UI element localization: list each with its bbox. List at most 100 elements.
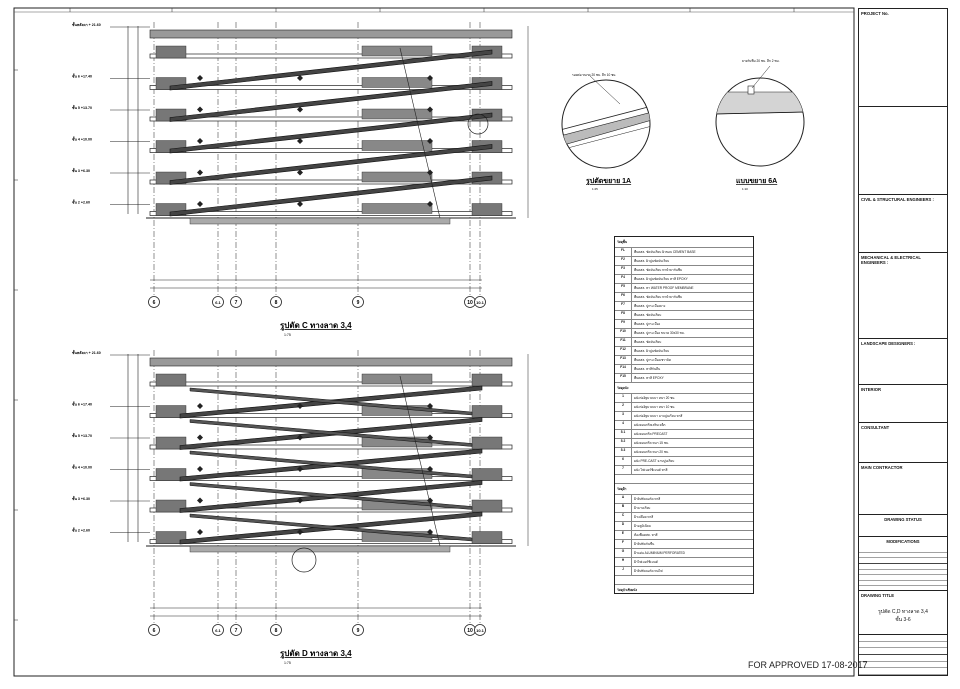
floor-slab bbox=[149, 53, 513, 59]
level-label: ชั้น 3 +6.30 bbox=[72, 495, 90, 501]
ramp-slab bbox=[169, 144, 493, 185]
beam-hatch bbox=[471, 436, 503, 450]
sheet-border bbox=[13, 7, 855, 677]
level-diamond bbox=[427, 75, 433, 81]
floor-slab bbox=[149, 507, 513, 513]
legend-wall-key: 5.2 bbox=[615, 439, 632, 447]
ramp-slab bbox=[189, 513, 473, 542]
grid-bubble bbox=[352, 296, 364, 308]
legend-floor-header: วัสดุพื้น bbox=[615, 237, 753, 248]
level-label: ชั้น 6 +17.40 bbox=[72, 73, 92, 79]
legend-ceiling-text: ท้องพื้นคสล. ทาสี bbox=[634, 532, 658, 537]
grid-label: 9 bbox=[357, 300, 360, 306]
drawing-title-line2: ชั้น 3-6 bbox=[895, 617, 911, 623]
grid-bubble bbox=[270, 624, 282, 636]
legend-ceiling-key: H bbox=[615, 558, 632, 566]
interior-label: INTERIOR bbox=[861, 387, 882, 392]
floor-slab bbox=[149, 476, 513, 481]
landscape-label: LANDSCAPE DESIGNERS : bbox=[861, 341, 916, 346]
beam-hatch bbox=[155, 468, 187, 481]
legend-ceiling-text: ฝ้าเปลือย ทาสี bbox=[634, 514, 654, 519]
civil-label: CIVIL & STRUCTURAL ENGINEERS : bbox=[861, 197, 934, 202]
landscape-cell: LANDSCAPE DESIGNERS : bbox=[859, 339, 947, 385]
grid-label: 6.1 bbox=[215, 628, 221, 633]
sheet-info-cell bbox=[859, 635, 947, 675]
level-diamond bbox=[427, 529, 433, 535]
section-c-scale: 1:75 bbox=[284, 333, 291, 337]
legend-wall-key: 2 bbox=[615, 403, 632, 411]
level-diamond bbox=[297, 169, 303, 176]
level-label: ชั้น 3 +6.30 bbox=[72, 167, 90, 173]
project-no-cell: PROJECT No. bbox=[859, 9, 947, 107]
legend-wall-key: 3 bbox=[615, 412, 632, 420]
beam-hatch bbox=[155, 373, 187, 387]
beam-hatch bbox=[361, 373, 433, 385]
contractor-label: MAIN CONTRACTOR bbox=[861, 465, 903, 470]
level-diamond bbox=[297, 403, 303, 409]
legend-ceiling-key: B bbox=[615, 504, 632, 512]
legend-wall-key: 7 bbox=[615, 466, 632, 474]
floor-slab bbox=[149, 381, 513, 387]
grid-bubble bbox=[270, 296, 282, 308]
legend-ceiling-text: ฝ้าอลูมิเนียม bbox=[634, 523, 651, 528]
grid-label: 6 bbox=[153, 628, 156, 634]
roof-slab bbox=[149, 357, 513, 367]
consultant-cell: CONSULTANT bbox=[859, 423, 947, 463]
legend-floor-key: F9 bbox=[615, 320, 632, 328]
floor-slab bbox=[149, 444, 513, 450]
level-diamond bbox=[427, 138, 433, 144]
legend-wall-text: ผนัง ไฟเบอร์ซีเมนต์ ทาสี bbox=[634, 467, 668, 472]
floor-slab bbox=[149, 179, 513, 185]
level-diamond bbox=[297, 497, 303, 504]
section-d-title: รูปตัด D ทางลาด 3,4 bbox=[280, 649, 352, 659]
legend-ceiling-text: ฝ้ายิปซั่มบอร์ด ทาสี bbox=[634, 496, 661, 501]
legend-ceiling-text: ฝ้าไฟเบอร์ซีเมนต์ bbox=[634, 559, 658, 564]
grid-bubble bbox=[148, 624, 160, 636]
section-c-drawing: ชั้นหลังคา + 21.60ชั้น 6 +17.40ชั้น 5 +1… bbox=[72, 21, 529, 308]
legend-wall-key: 4 bbox=[615, 421, 632, 429]
title-block: PROJECT No. CIVIL & STRUCTURAL ENGINEERS… bbox=[858, 8, 948, 676]
ramp-slab bbox=[169, 81, 493, 122]
level-diamond bbox=[197, 403, 203, 409]
drawing-title-label: DRAWING TITLE bbox=[861, 593, 895, 598]
level-label: ชั้นหลังคา + 21.60 bbox=[72, 349, 101, 355]
level-diamond bbox=[427, 201, 433, 207]
level-label: ชั้น 4 +10.00 bbox=[72, 464, 92, 470]
level-diamond bbox=[297, 529, 303, 535]
grid-label: 6.1 bbox=[215, 300, 221, 305]
level-label: ชั้นหลังคา + 21.60 bbox=[72, 21, 101, 27]
beam-hatch bbox=[361, 140, 433, 151]
level-diamond bbox=[197, 75, 203, 81]
legend-floor-key: F8 bbox=[615, 311, 632, 319]
beam-hatch bbox=[471, 499, 503, 513]
grid-label: 8 bbox=[275, 300, 278, 306]
grid-label: 10.1 bbox=[476, 628, 485, 633]
beam-hatch bbox=[361, 45, 433, 57]
level-diamond bbox=[197, 529, 203, 535]
drawing-title-cell: DRAWING TITLE รูปตัด C,D ทางลาด 3,4 ชั้น… bbox=[859, 591, 947, 635]
modifications-label: MODIFICATIONS bbox=[886, 539, 920, 544]
detail-6a-scale: 1:10 bbox=[742, 187, 748, 191]
level-diamond bbox=[297, 106, 303, 113]
floor-slab bbox=[149, 539, 513, 544]
legend-floor-key: F10 bbox=[615, 329, 632, 337]
level-diamond bbox=[197, 201, 203, 207]
grid-label: 9 bbox=[357, 628, 360, 634]
legend-floor-text: พื้นคสล. ทา WATER PROOF MEMBRANE bbox=[634, 285, 694, 290]
beam-hatch bbox=[471, 405, 503, 418]
civil-cell: CIVIL & STRUCTURAL ENGINEERS : bbox=[859, 195, 947, 253]
legend-floor-text: พื้นคสล. ขัดมันเรียบ ผิวขอบ CEMENT BASE bbox=[634, 249, 696, 254]
grid-bubble bbox=[474, 296, 486, 308]
legend-floor-text: พื้นคสล. ปูกระเบื้องยาง bbox=[634, 303, 666, 308]
legend-ceiling-key: C bbox=[615, 513, 632, 521]
consultant-label: CONSULTANT bbox=[861, 425, 890, 430]
